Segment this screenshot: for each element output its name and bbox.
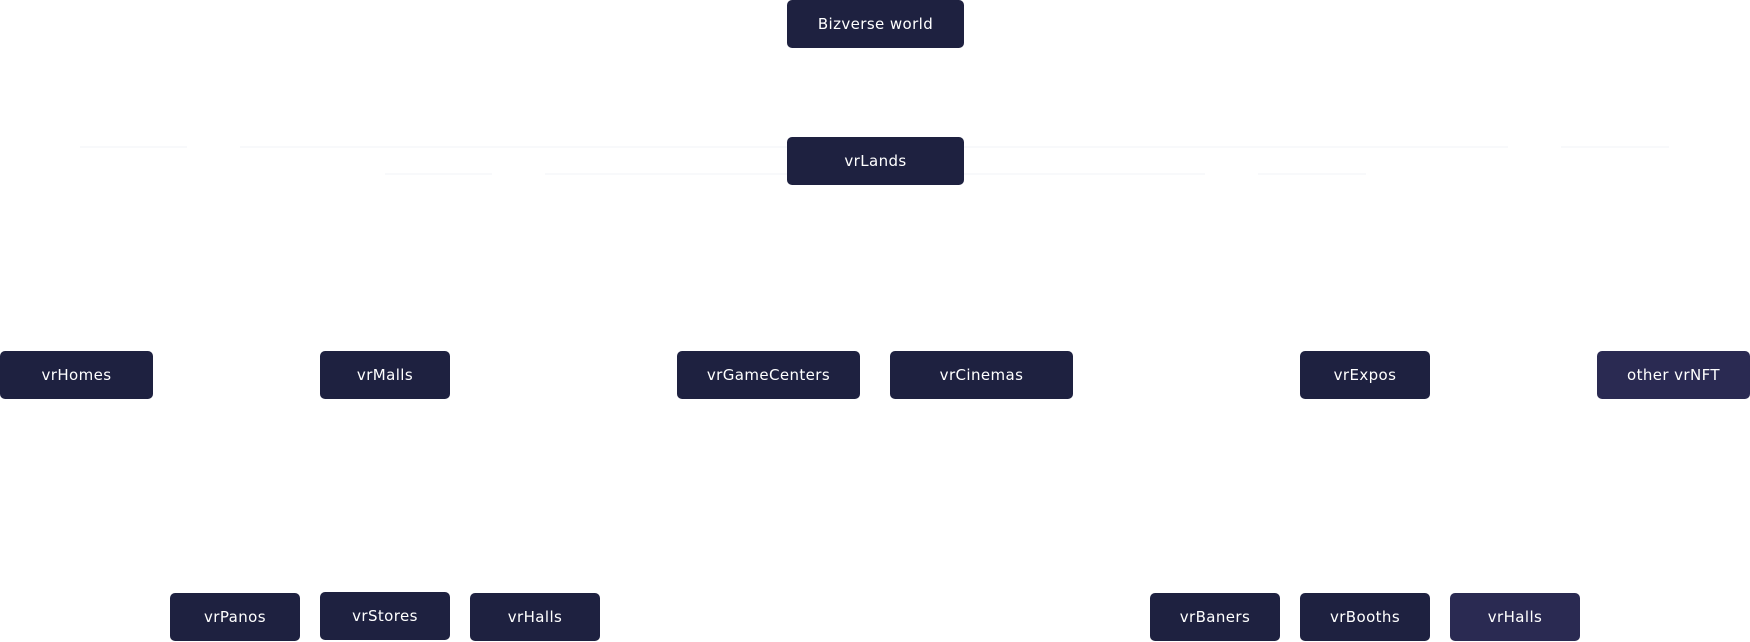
- node-label: vrBooths: [1329, 608, 1401, 626]
- node-vrexpos[interactable]: vrExpos: [1300, 351, 1430, 399]
- node-label: vrStores: [352, 607, 418, 625]
- node-vrbooths[interactable]: vrBooths: [1300, 593, 1430, 641]
- node-vrbaners[interactable]: vrBaners: [1150, 593, 1280, 641]
- node-label: vrCinemas: [939, 366, 1024, 384]
- node-vrhalls-malls[interactable]: vrHalls: [470, 593, 600, 641]
- node-vrmalls[interactable]: vrMalls: [320, 351, 450, 399]
- node-label: vrHalls: [507, 608, 563, 626]
- node-vrhomes[interactable]: vrHomes: [0, 351, 153, 399]
- node-vrhalls-expos[interactable]: vrHalls: [1450, 593, 1580, 641]
- node-bizverse-world[interactable]: Bizverse world: [787, 0, 964, 48]
- node-label: vrHalls: [1487, 608, 1543, 626]
- node-label: vrPanos: [204, 608, 266, 626]
- node-label: vrBaners: [1179, 608, 1251, 626]
- node-vrlands[interactable]: vrLands: [787, 137, 964, 185]
- node-label: vrLands: [844, 152, 907, 170]
- node-label: vrMalls: [356, 366, 414, 384]
- node-vrgamecenters[interactable]: vrGameCenters: [677, 351, 860, 399]
- node-vrpanos[interactable]: vrPanos: [170, 593, 300, 641]
- node-label: Bizverse world: [817, 15, 934, 33]
- node-label: other vrNFT: [1627, 366, 1720, 384]
- node-vrcinemas[interactable]: vrCinemas: [890, 351, 1073, 399]
- node-label: vrHomes: [41, 366, 112, 384]
- node-label: vrGameCenters: [706, 366, 831, 384]
- node-vrstores[interactable]: vrStores: [320, 592, 450, 640]
- node-label: vrExpos: [1333, 366, 1397, 384]
- node-other-vrnft[interactable]: other vrNFT: [1597, 351, 1750, 399]
